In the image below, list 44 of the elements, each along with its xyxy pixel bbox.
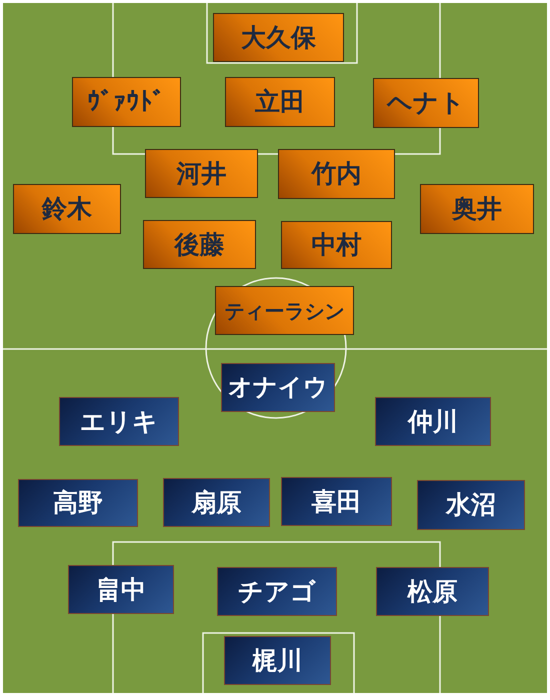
player-name: 後藤 [174, 230, 224, 258]
player-card [420, 184, 534, 234]
player-name: 松原 [408, 578, 458, 606]
player-name: 畠中 [96, 576, 146, 604]
player-name: 高野 [53, 489, 103, 517]
player-card [224, 636, 331, 685]
player-card [72, 77, 181, 127]
player-card [163, 478, 270, 527]
player-card [145, 149, 258, 198]
player-card [59, 397, 179, 446]
player-card [376, 567, 489, 616]
player-card [417, 480, 525, 530]
player-card [373, 78, 479, 128]
player-name: 立田 [255, 88, 305, 116]
player-name: 河井 [176, 160, 226, 188]
player-card [281, 221, 392, 269]
player-card [18, 479, 138, 527]
player-name: 喜田 [312, 488, 362, 516]
player-name: 仲川 [408, 408, 458, 436]
player-name: ティーラシン [224, 300, 344, 322]
player-card [68, 565, 174, 614]
player-card [215, 286, 354, 335]
player-name: エリキ [80, 408, 158, 436]
player-name: 大久保 [241, 24, 316, 52]
player-name: 鈴木 [42, 195, 92, 223]
player-name: チアゴ [238, 578, 316, 606]
player-name: 扇原 [192, 488, 242, 516]
player-name: ヘナト [387, 89, 465, 117]
player-card [278, 149, 395, 199]
player-card [225, 77, 335, 127]
player-card [375, 397, 491, 446]
player-card [143, 220, 256, 269]
player-name: 水沼 [446, 491, 496, 519]
player-card [13, 184, 121, 234]
player-name: 奥井 [452, 195, 502, 223]
player-name: 中村 [312, 231, 362, 259]
player-card [213, 13, 344, 62]
player-name: ｳﾞｧｳﾄﾞ [88, 88, 166, 116]
player-name: 梶川 [252, 646, 302, 674]
player-card [221, 363, 335, 412]
player-card [217, 567, 337, 616]
player-card [281, 477, 392, 526]
player-name: 竹内 [312, 160, 362, 188]
player-name: オナイウ [228, 374, 328, 401]
